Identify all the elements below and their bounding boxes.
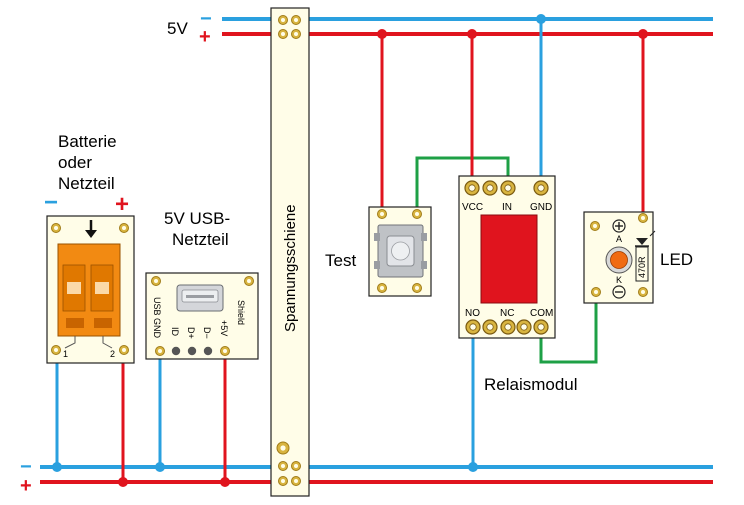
usb-pin-dplus: D+ [186,327,196,339]
usb-pin-5v: +5V [219,320,229,336]
usb-title-line1: 5V USB- [164,209,230,228]
relay-module-board [458,175,556,339]
bottom-minus-sign: − [20,456,32,478]
wires [55,19,645,482]
supply-plus-sign: + [199,26,211,48]
battery-pin2-label: 2 [110,349,115,359]
led-resistor-label: 470R [637,256,647,278]
usb-pin-dminus: D− [202,327,212,339]
relay-label: Relaismodul [484,375,578,394]
battery-title-line2: oder [58,153,92,172]
wire-relay-com [539,292,598,364]
relay-pin-vcc: VCC [462,202,483,213]
rail-strip-label: Spannungsschiene [282,204,299,332]
button-label: Test [325,251,356,270]
relay-pin-com: COM [530,308,553,319]
relay-pin-gnd: GND [530,202,552,213]
bottom-supply-rails [40,465,713,484]
battery-pin1-label: 1 [63,349,68,359]
plus-circle-icon [612,219,626,233]
arrow-down-icon [85,220,97,238]
supply-voltage-label: 5V [167,19,188,38]
supply-minus-sign: − [200,8,212,30]
battery-title-line1: Batterie [58,132,117,151]
relay-pin-no: NO [465,308,480,319]
button-board [368,206,432,297]
usb-module-board [145,272,259,360]
led-anode-label: A [616,234,622,244]
battery-title-line3: Netzteil [58,174,115,193]
battery-minus-sign: − [44,189,58,216]
relay-pin-nc: NC [500,308,514,319]
rail-strip [270,7,310,497]
wire-button-signal [415,156,510,214]
usb-title-line2: Netzteil [172,230,229,249]
battery-plus-sign: + [115,191,129,218]
junction-dots [52,14,648,487]
led-label: LED [660,250,693,269]
led-cathode-label: K [616,275,622,285]
minus-circle-icon [612,285,626,299]
usb-pin-id: ID [170,327,180,337]
relay-pin-in: IN [502,202,512,213]
usb-pin-usb: USB [152,297,162,316]
usb-pin-gnd: GND [152,318,162,339]
battery-terminal-board [46,215,135,364]
usb-pin-shield: Shield [236,300,246,325]
bottom-plus-sign: + [20,475,32,497]
relay-body [480,214,538,304]
